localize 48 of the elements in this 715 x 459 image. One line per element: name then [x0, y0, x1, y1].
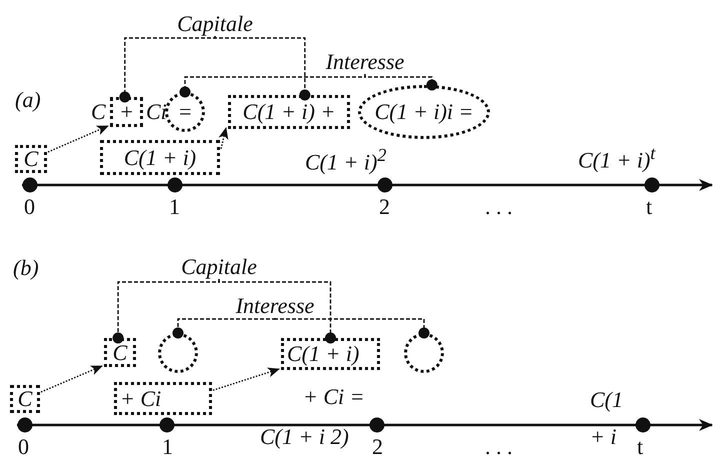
tick-label: 1: [169, 195, 180, 219]
arrow: [218, 127, 228, 149]
bracket-line: [364, 74, 438, 90]
arrow: [40, 365, 103, 393]
tick-label: 0: [24, 195, 35, 219]
dotted-box: + Ci: [114, 382, 212, 415]
bracket-label: Interesse: [315, 50, 415, 74]
tick-label: t: [646, 195, 652, 219]
dotted-circle: =: [165, 92, 205, 132]
bracket-line: [214, 36, 310, 100]
formula: C(1 + i)$^{2}$: [305, 144, 386, 174]
bracket-label: Capitale: [175, 255, 263, 279]
tick-label: 2: [379, 195, 390, 219]
dotted-box: C(1 + i): [100, 140, 220, 175]
formula: Ci: [146, 100, 167, 124]
bracket-line: [172, 318, 276, 338]
dotted-circle: [404, 333, 444, 373]
tick-label: 2: [372, 435, 383, 459]
panel-label: (b): [13, 256, 39, 280]
formula: + i: [590, 425, 616, 449]
formula: C(1: [590, 388, 623, 412]
arrow: [212, 368, 280, 391]
dotted-box: C(1 + i): [281, 338, 380, 370]
tick-label: . . .: [485, 195, 512, 219]
dotted-box: C(1 + i) +: [228, 95, 350, 129]
arrow: [48, 125, 109, 153]
dotted-box: C: [10, 385, 40, 413]
bracket-line: [180, 74, 366, 98]
tick-label: . . .: [485, 435, 512, 459]
tick-label: 0: [18, 435, 29, 459]
dotted-ellipse: C(1 + i)i =: [358, 85, 490, 139]
panel-label: (a): [15, 88, 41, 112]
tick-label: t: [637, 435, 644, 459]
bracket-line: [112, 279, 220, 344]
dotted-box: C: [15, 145, 47, 173]
formula: C(1 + i)$^{t}$: [578, 142, 656, 172]
formula: + Ci =: [303, 385, 364, 409]
dotted-box: C: [104, 338, 136, 367]
tick-label: 1: [162, 435, 173, 459]
bracket-label: Capitale: [170, 12, 260, 36]
formula: C(1 + i 2): [260, 425, 349, 449]
dotted-box: +: [110, 97, 143, 127]
formula: C: [91, 100, 106, 124]
bracket-label: Interesse: [225, 294, 325, 318]
dotted-circle: [158, 333, 198, 373]
bracket-line: [218, 279, 336, 344]
bracket-line: [119, 36, 216, 102]
bracket-line: [274, 318, 430, 338]
